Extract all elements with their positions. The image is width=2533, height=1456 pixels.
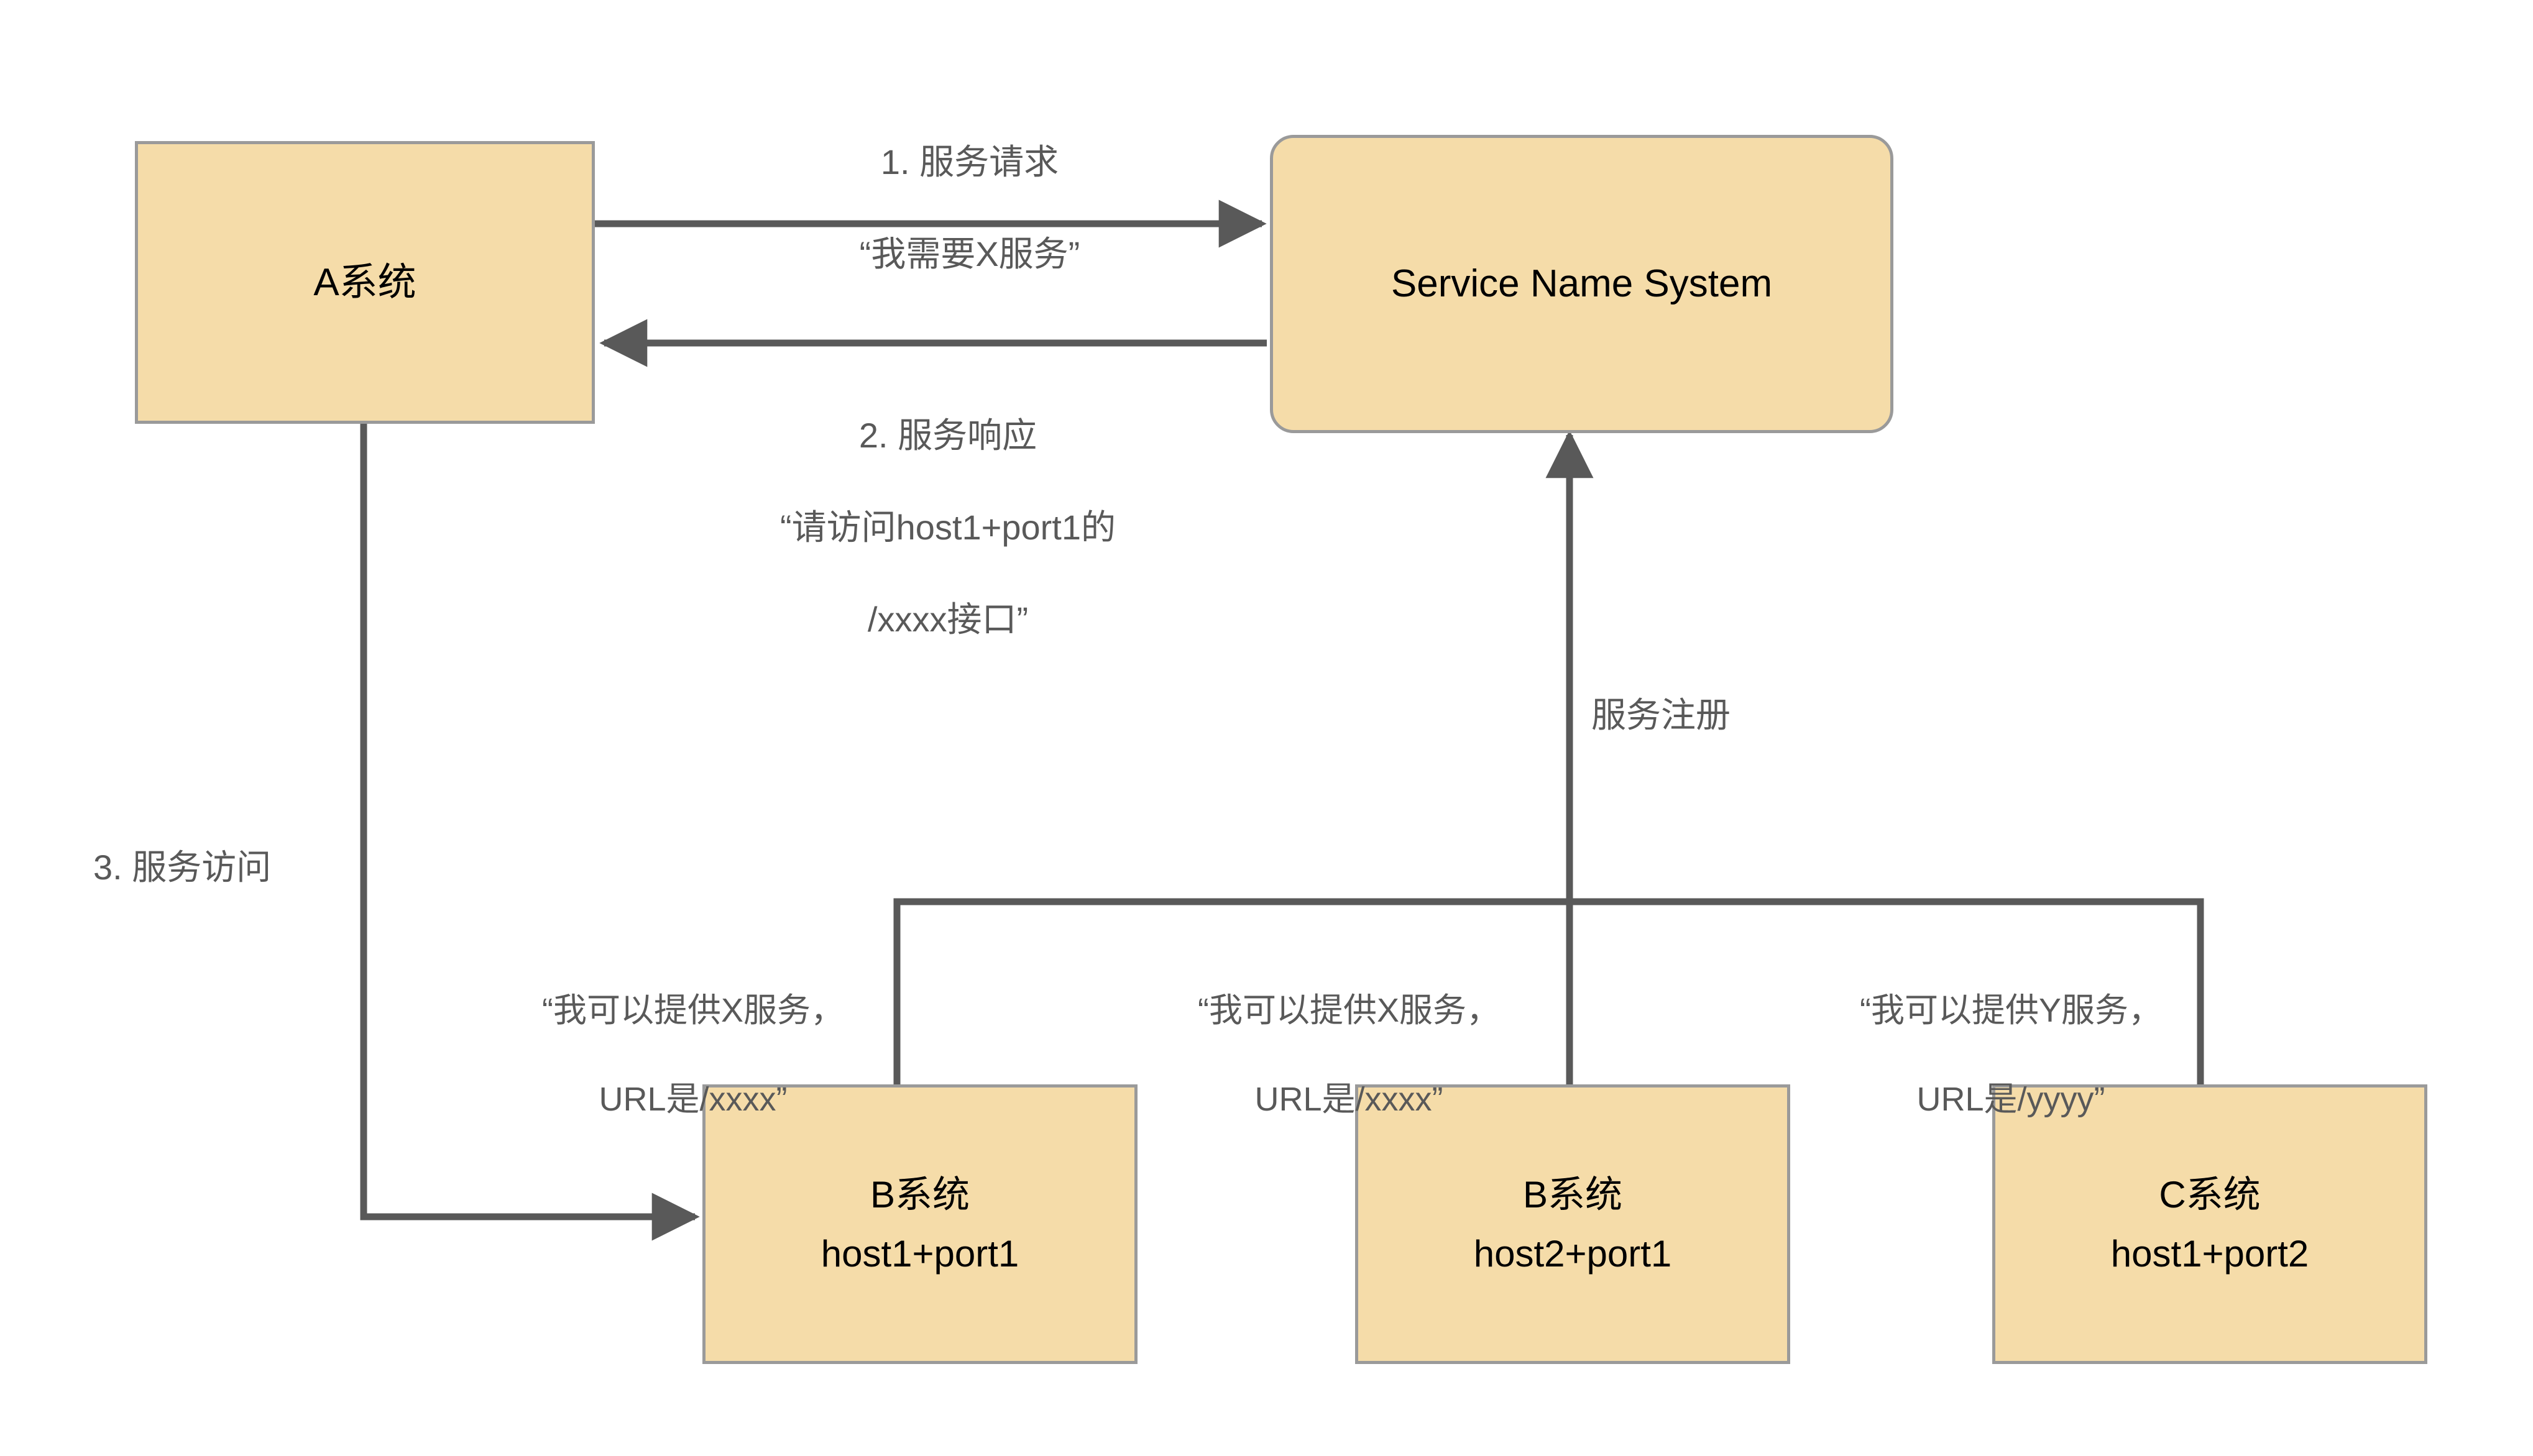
edge-label-register-c1-line1: “我可以提供Y服务，: [1860, 992, 2162, 1030]
edge-label-register-b2: “我可以提供X服务， URL是/xxxx”: [1125, 945, 1573, 1166]
edge-label-request-step: 1. 服务请求: [880, 142, 1059, 181]
node-a-system[interactable]: A系统: [135, 141, 595, 424]
node-b-system-host2-port1[interactable]: B系统 host2+port1: [1355, 1084, 1790, 1364]
edge-label-request-quote: “我需要X服务”: [859, 234, 1080, 273]
node-service-name-system[interactable]: Service Name System: [1270, 135, 1893, 433]
node-c-system-host1-port2-address: host1+port2: [2110, 1233, 2309, 1275]
edge-label-register-b1: “我可以提供X服务， URL是/xxxx”: [469, 945, 917, 1166]
node-c-system-host1-port2[interactable]: C系统 host1+port2: [1992, 1084, 2427, 1364]
edge-label-response-quote-line1: “请访问host1+port1的: [780, 507, 1116, 547]
edge-label-register-c1: “我可以提供Y服务， URL是/yyyy”: [1775, 945, 2247, 1166]
node-c-system-host1-port2-name: C系统: [2159, 1174, 2261, 1216]
edge-label-register-b1-line1: “我可以提供X服务，: [542, 992, 844, 1030]
node-b-system-host1-port1-address: host1+port1: [821, 1233, 1019, 1275]
node-b-system-host2-port1-name: B系统: [1522, 1174, 1623, 1216]
node-a-system-label: A系统: [313, 260, 416, 304]
node-b-system-host1-port1-name: B系统: [870, 1174, 970, 1216]
edge-label-response-step: 2. 服务响应: [858, 415, 1037, 455]
edge-label-register-b2-line1: “我可以提供X服务，: [1198, 992, 1500, 1030]
edge-label-register-b1-line2: URL是/xxxx”: [599, 1080, 788, 1118]
edge-label-register-text: 服务注册: [1591, 695, 1731, 735]
edge-label-response: 2. 服务响应 “请访问host1+port1的 /xxxx接口”: [659, 367, 1237, 688]
edge-label-register: 服务注册: [1591, 646, 1859, 784]
edge-label-access-step: 3. 服务访问: [93, 847, 272, 887]
edge-label-register-c1-line2: URL是/yyyy”: [1916, 1080, 2105, 1118]
node-service-name-system-label: Service Name System: [1391, 262, 1773, 306]
edge-label-response-quote-line2: /xxxx接口”: [867, 599, 1029, 639]
edge-label-request: 1. 服务请求 “我需要X服务”: [709, 93, 1231, 323]
node-b-system-host2-port1-address: host2+port1: [1473, 1233, 1672, 1275]
node-b-system-host1-port1[interactable]: B系统 host1+port1: [702, 1084, 1138, 1364]
edge-label-access: 3. 服务访问: [93, 799, 385, 936]
edge-label-register-b2-line2: URL是/xxxx”: [1254, 1080, 1443, 1118]
